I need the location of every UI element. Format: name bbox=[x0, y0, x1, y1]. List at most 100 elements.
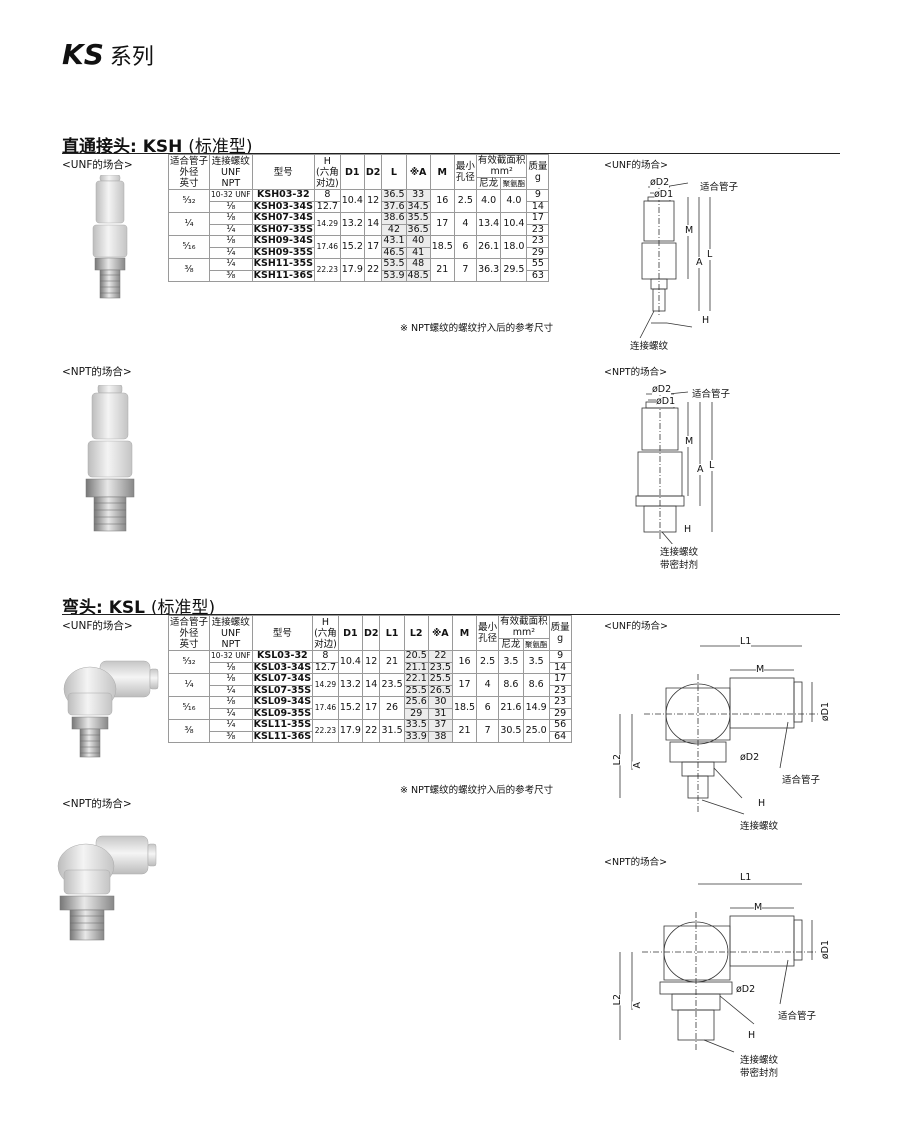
ksl-unf-product-photo bbox=[63, 660, 159, 758]
cell-mass: 17 bbox=[526, 212, 550, 225]
cell-nylon: 26.1 bbox=[475, 235, 502, 259]
table-subheader-row: 尼龙聚氨酯 bbox=[169, 638, 572, 651]
ksh-npt-case-label: <NPT的场合> bbox=[62, 366, 132, 378]
ksl-unf-drawing-case-label: <UNF的场合> bbox=[604, 618, 668, 632]
ksh-npt-H-label: H bbox=[684, 524, 692, 535]
ksl-unf-drawing-svg bbox=[619, 645, 818, 815]
ksl-unf-dimension-drawing: <UNF的场合> L1 M øD1 L2 A øD2 适合管子 H 连接螺纹 bbox=[604, 618, 840, 838]
ksl-unf-od1-label: øD1 bbox=[820, 702, 831, 722]
cell-H: 12.7 bbox=[314, 200, 341, 213]
header-line: 孔径 bbox=[478, 633, 498, 644]
cell-min-bore: 2.5 bbox=[476, 650, 500, 674]
header-line: g bbox=[534, 172, 541, 183]
ksh-npt-dimension-drawing: <NPT的场合> øD2 øD1 适合管子 M A L H 连接螺纹 带密封剂 bbox=[604, 364, 784, 574]
cell-model: KSH03-32 bbox=[251, 189, 316, 202]
header-line: H bbox=[323, 155, 331, 167]
cell-nylon: 8.6 bbox=[498, 673, 524, 697]
cell-L: 42 bbox=[381, 223, 407, 236]
ksl-unf-H-label: H bbox=[758, 798, 766, 809]
cell-mass: 63 bbox=[526, 269, 550, 282]
cell-mass: 14 bbox=[526, 200, 550, 213]
cell-L2: 33.9 bbox=[403, 730, 429, 743]
cell-H: 17.46 bbox=[312, 696, 339, 720]
ksl-npt-od2-label: øD2 bbox=[736, 984, 756, 995]
ksl-table-note: ※ NPT螺纹的螺纹拧入后的参考尺寸 bbox=[400, 785, 554, 796]
header-line: (六角 bbox=[316, 166, 339, 178]
cell-M: 17 bbox=[451, 673, 478, 697]
header-line: H bbox=[321, 616, 330, 628]
ksh-table-note: ※ NPT螺纹的螺纹拧入后的参考尺寸 bbox=[400, 323, 554, 334]
header-line: 适合管子 bbox=[170, 155, 209, 167]
header-nylon: 尼龙 bbox=[475, 177, 502, 190]
header-line: 英寸 bbox=[179, 177, 199, 189]
cell-mass: 23 bbox=[548, 696, 572, 709]
cell-tube-od: ¹⁄₄ bbox=[167, 212, 211, 236]
cell-L1: 31.5 bbox=[379, 719, 405, 743]
cell-L: 53.5 bbox=[381, 258, 407, 271]
ksh-title: 直通接头: KSH bbox=[62, 137, 183, 157]
cell-tube-od: ³⁄₈ bbox=[167, 719, 211, 743]
header-H: H(六角对边) bbox=[314, 154, 341, 190]
header-line: 连接螺纹 bbox=[211, 616, 250, 628]
header-A: ※A bbox=[405, 154, 431, 190]
cell-A: 33 bbox=[405, 189, 431, 202]
cell-L1: 21 bbox=[379, 650, 405, 674]
cell-min-bore: 7 bbox=[476, 719, 500, 743]
cell-conn-thread: ¹⁄₄ bbox=[209, 684, 253, 697]
ksh-npt-fit-tube-label: 适合管子 bbox=[692, 386, 731, 400]
cell-M: 16 bbox=[451, 650, 478, 674]
ksl-npt-case-label: <NPT的场合> bbox=[62, 798, 132, 810]
cell-conn-thread: ¹⁄₄ bbox=[209, 258, 253, 271]
cell-tube-od: ⁵⁄₁₆ bbox=[167, 235, 211, 259]
cell-D2: 22 bbox=[361, 719, 381, 743]
ksh-unf-dimension-drawing: <UNF的场合> øD2 øD1 适合管子 M A L H 连接螺纹 bbox=[604, 157, 784, 357]
header-min-bore: 最小孔径 bbox=[476, 615, 500, 651]
ksl-npt-fit-tube-label: 适合管子 bbox=[778, 1008, 817, 1022]
cell-mass: 17 bbox=[548, 673, 572, 686]
header-M: M bbox=[451, 615, 478, 651]
cell-L: 43.1 bbox=[381, 235, 407, 248]
cell-mass: 23 bbox=[526, 235, 550, 248]
ksl-section-title: 弯头: KSL (标准型) bbox=[62, 593, 215, 618]
series-suffix: 系列 bbox=[109, 45, 154, 70]
cell-D1: 17.9 bbox=[339, 258, 365, 282]
ksh-unf-H-label: H bbox=[702, 315, 710, 326]
cell-A: 48 bbox=[405, 258, 431, 271]
cell-M: 17 bbox=[429, 212, 455, 236]
cell-L: 53.9 bbox=[381, 269, 407, 282]
cell-tube-od: ¹⁄₄ bbox=[167, 673, 211, 697]
ksh-section-rule bbox=[62, 153, 840, 154]
cell-L: 37.6 bbox=[381, 200, 407, 213]
cell-nylon: 13.4 bbox=[475, 212, 502, 236]
ksh-npt-product-photo bbox=[85, 385, 135, 532]
ksh-npt-od1-label: øD1 bbox=[656, 396, 676, 407]
cell-H: 22.23 bbox=[312, 719, 339, 743]
cell-conn-thread: 10-32 UNF bbox=[209, 650, 253, 663]
cell-A: 36.5 bbox=[405, 223, 431, 236]
cell-conn-thread: ¹⁄₈ bbox=[209, 673, 253, 686]
cell-L2: 22.1 bbox=[403, 673, 429, 686]
cell-model: KSL11-35S bbox=[251, 719, 314, 732]
cell-D2: 17 bbox=[363, 235, 383, 259]
header-model: 型号 bbox=[251, 615, 314, 651]
cell-urethane: 8.6 bbox=[522, 673, 550, 697]
ksl-npt-H-label: H bbox=[748, 1030, 756, 1041]
cell-H: 17.46 bbox=[314, 235, 341, 259]
cell-conn-thread: ³⁄₈ bbox=[209, 730, 253, 743]
header-urethane: 聚氨酯 bbox=[500, 177, 528, 190]
ksh-unf-A-label: A bbox=[696, 257, 703, 268]
ksh-unf-od1-label: øD1 bbox=[654, 189, 674, 200]
header-D1: D1 bbox=[339, 154, 365, 190]
ksl-unf-A-label: A bbox=[632, 762, 643, 769]
ksh-unf-conn-thread-label: 连接螺纹 bbox=[630, 338, 669, 352]
header-line: 英寸 bbox=[179, 638, 199, 650]
